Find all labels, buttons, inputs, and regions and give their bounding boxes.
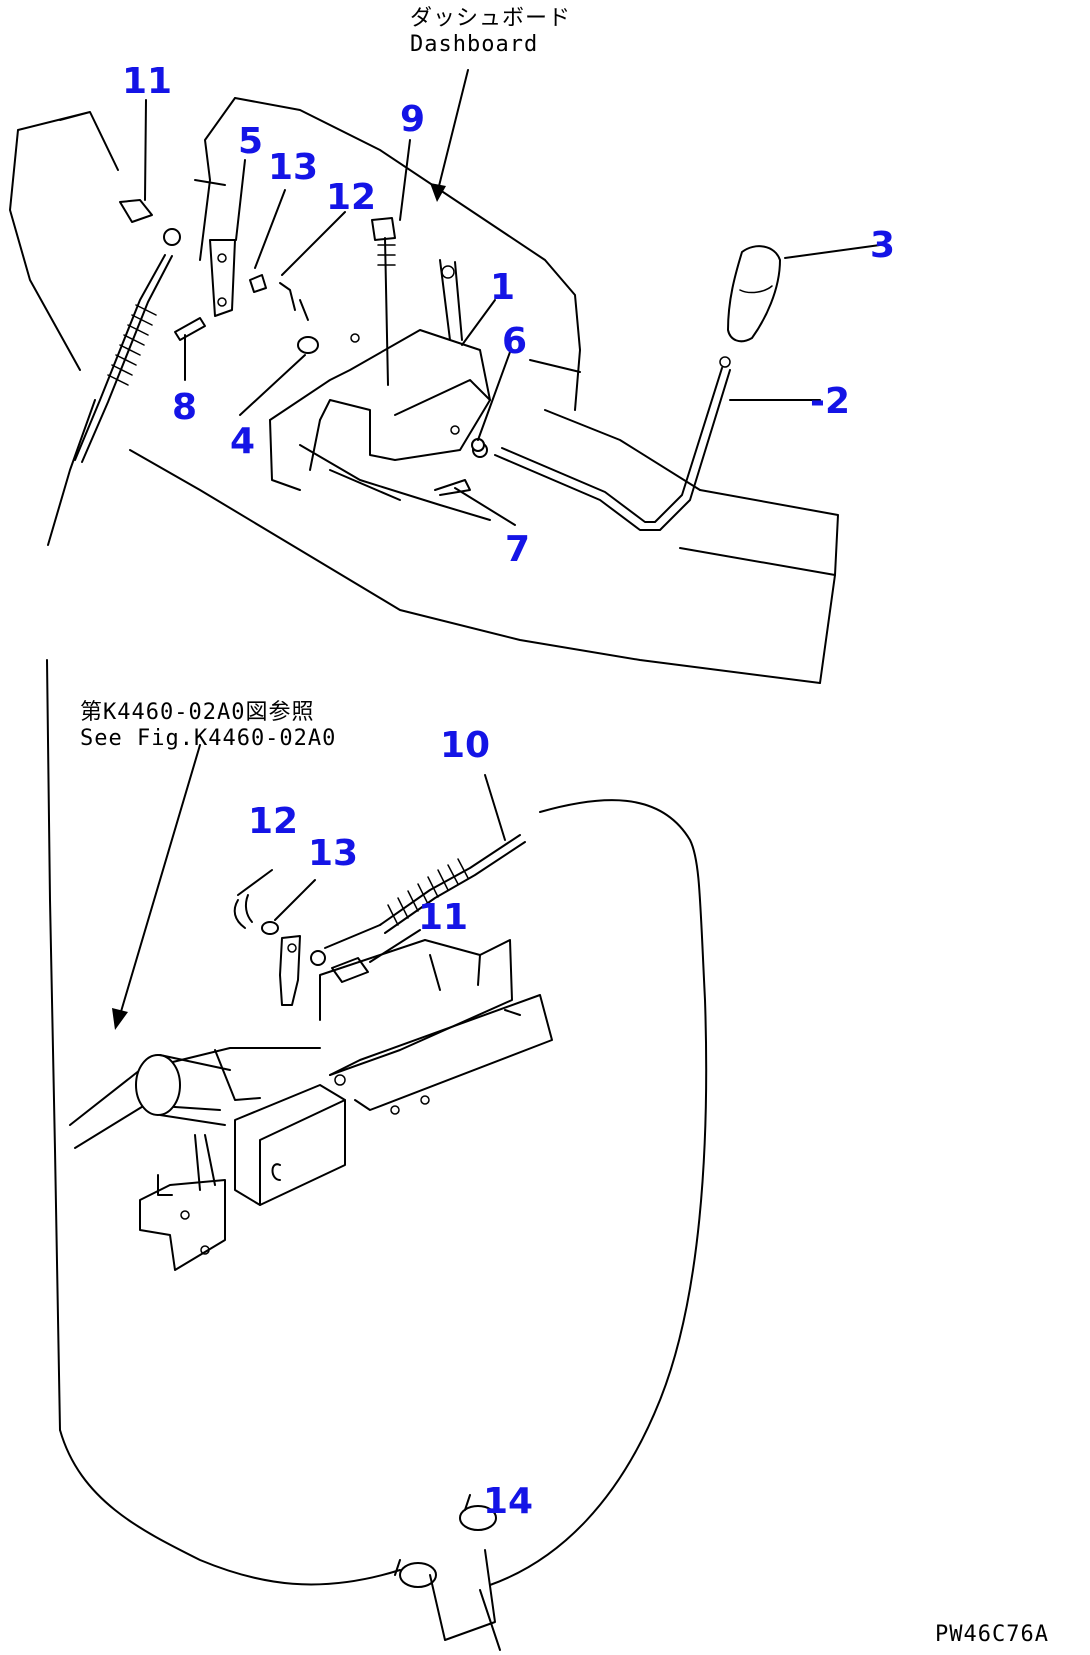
callout-8: 8	[172, 387, 198, 428]
drawing-code: PW46C76A	[935, 1622, 1049, 1647]
callout-4: 4	[230, 421, 256, 462]
callout-7: 7	[505, 529, 531, 570]
callout-9: 9	[400, 99, 426, 140]
callout-13-top: 13	[268, 147, 319, 188]
bottom-assembly	[46, 659, 708, 1651]
fig-reference-jp: 第K4460-02A0図参照	[80, 700, 315, 725]
callout-12-top: 12	[326, 177, 377, 218]
dashboard-note: ダッシュボード Dashboard	[410, 6, 571, 59]
callout-12-bottom: 12	[248, 801, 299, 842]
fig-reference-en: See Fig.K4460-02A0	[80, 726, 337, 752]
callout-11-top: 11	[122, 61, 173, 102]
callout-14: 14	[483, 1481, 534, 1522]
dashboard-note-en: Dashboard	[410, 32, 539, 58]
dashboard-note-jp: ダッシュボード	[410, 6, 572, 31]
callout-3: 3	[870, 225, 896, 266]
fig-reference-note: 第K4460-02A0図参照 See Fig.K4460-02A0	[80, 700, 336, 753]
callout-13-bottom: 13	[308, 833, 359, 874]
callout-11-bottom: 11	[418, 897, 469, 938]
callout-5: 5	[238, 121, 264, 162]
callout-6: 6	[502, 321, 528, 362]
callout-2: -2	[810, 381, 850, 422]
callout-1: 1	[490, 267, 516, 308]
top-assembly	[9, 69, 881, 684]
callout-10: 10	[440, 725, 491, 766]
